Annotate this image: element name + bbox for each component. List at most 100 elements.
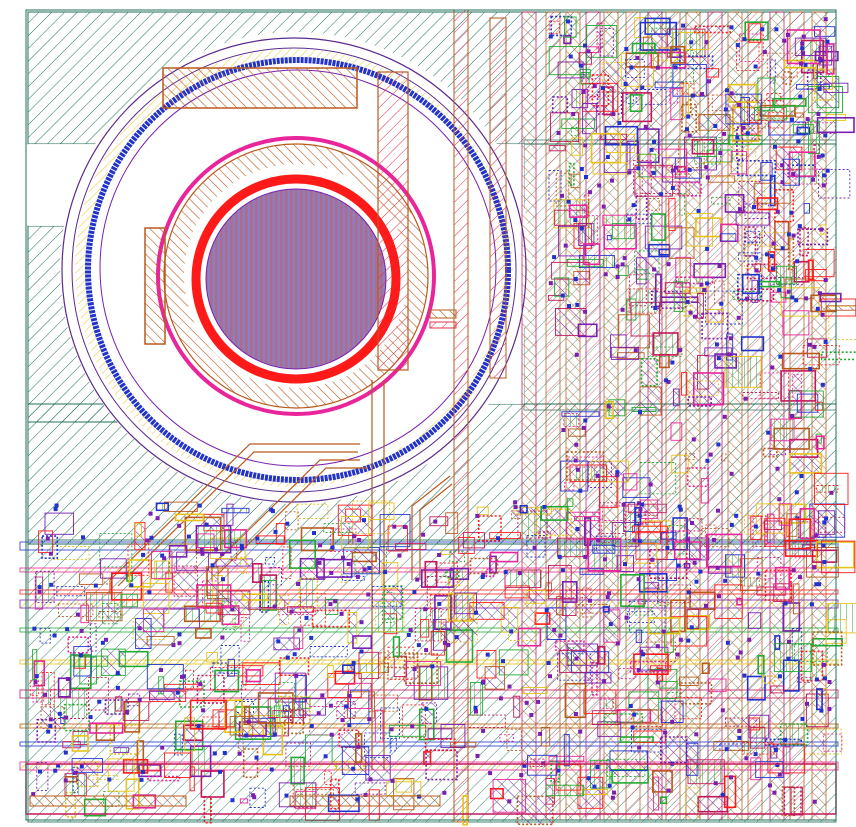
cell-shape bbox=[669, 88, 678, 104]
via-square bbox=[666, 379, 671, 384]
cell-shape bbox=[792, 374, 803, 402]
via-square bbox=[583, 43, 587, 48]
cell-shape bbox=[688, 380, 719, 396]
cell-shape bbox=[540, 505, 569, 521]
via-square bbox=[659, 192, 664, 197]
via-square bbox=[220, 552, 225, 556]
via-square bbox=[713, 781, 718, 786]
via-square bbox=[586, 49, 591, 54]
via-square bbox=[56, 763, 61, 768]
cell-shape bbox=[450, 741, 477, 748]
via-square bbox=[218, 769, 222, 774]
cell-shape bbox=[88, 677, 109, 711]
via-square bbox=[818, 57, 822, 61]
via-square bbox=[573, 218, 578, 223]
cell-shape bbox=[100, 648, 126, 676]
via-square bbox=[269, 767, 274, 772]
cell-shape bbox=[41, 671, 55, 706]
via-square bbox=[37, 589, 42, 594]
via-square bbox=[685, 127, 689, 132]
poly-ring bbox=[164, 144, 428, 408]
via-square bbox=[162, 556, 167, 561]
via-square bbox=[214, 547, 218, 552]
cell-shape bbox=[621, 92, 653, 123]
cell-shape bbox=[387, 646, 415, 681]
via-square bbox=[254, 755, 259, 760]
via-square bbox=[362, 518, 366, 523]
via-square bbox=[141, 770, 145, 774]
cell-shape bbox=[748, 23, 762, 43]
cell-shape bbox=[605, 400, 614, 420]
via-square bbox=[129, 583, 134, 588]
cell-shape bbox=[634, 164, 674, 197]
cell-shape bbox=[748, 612, 762, 629]
cell-shape bbox=[210, 667, 247, 690]
via-square bbox=[115, 685, 120, 690]
via-square bbox=[581, 425, 586, 430]
cell-shape bbox=[803, 248, 835, 278]
cell-shape bbox=[822, 733, 843, 752]
horizontal-bus-line bbox=[19, 589, 839, 595]
cell-shape bbox=[705, 290, 743, 325]
via-square bbox=[160, 745, 165, 750]
via-square bbox=[446, 642, 451, 647]
via-square bbox=[760, 27, 765, 32]
via-square bbox=[720, 708, 725, 713]
via-square bbox=[32, 626, 37, 631]
via-square bbox=[783, 601, 788, 606]
cell-shape bbox=[780, 287, 820, 317]
via-square bbox=[481, 728, 486, 733]
cell-shape bbox=[142, 608, 165, 633]
via-square bbox=[430, 664, 435, 669]
via-square bbox=[269, 507, 274, 512]
via-square bbox=[437, 601, 442, 606]
cell-shape bbox=[527, 754, 558, 776]
via-square bbox=[561, 428, 566, 432]
cell-shape bbox=[220, 645, 240, 674]
cell-shape bbox=[782, 602, 801, 632]
via-square bbox=[745, 296, 750, 301]
cell-shape bbox=[762, 110, 793, 119]
via-square bbox=[575, 302, 580, 307]
via-square bbox=[649, 147, 654, 152]
cell-shape bbox=[506, 728, 522, 752]
cell-shape bbox=[628, 600, 666, 633]
via-square bbox=[615, 275, 620, 279]
via-square bbox=[210, 563, 215, 568]
outer-guard-ring-outline bbox=[61, 37, 527, 503]
via-square bbox=[771, 241, 776, 246]
via-square bbox=[285, 655, 290, 660]
cell-shape bbox=[240, 617, 250, 642]
cell-shape bbox=[606, 758, 646, 778]
cell-shape bbox=[374, 709, 384, 743]
via-square bbox=[670, 360, 675, 365]
cell-shape bbox=[737, 148, 757, 181]
cell-shape bbox=[673, 281, 684, 313]
via-square bbox=[610, 178, 614, 183]
cell-shape bbox=[548, 145, 566, 152]
cell-shape bbox=[567, 456, 605, 468]
via-square bbox=[63, 750, 68, 755]
via-square bbox=[79, 764, 84, 769]
via-square bbox=[255, 536, 260, 541]
via-square bbox=[485, 652, 490, 657]
cell-shape bbox=[519, 504, 528, 514]
poly-strap-center bbox=[453, 9, 469, 823]
cell-shape bbox=[782, 746, 791, 775]
cell-shape bbox=[620, 573, 645, 607]
cell-shape bbox=[548, 564, 572, 600]
via-square bbox=[823, 133, 828, 138]
via-square bbox=[725, 640, 730, 645]
via-square bbox=[790, 413, 795, 418]
via-square bbox=[573, 277, 578, 281]
via-square bbox=[686, 590, 691, 595]
cell-shape bbox=[597, 645, 606, 665]
via-square bbox=[230, 798, 235, 803]
via-square bbox=[155, 516, 160, 521]
via-square bbox=[814, 677, 819, 682]
cell-shape bbox=[781, 786, 796, 817]
cell-shape bbox=[109, 724, 140, 755]
vertical-bus-line bbox=[521, 11, 537, 821]
via-square bbox=[475, 513, 480, 518]
cell-shape bbox=[789, 390, 824, 418]
